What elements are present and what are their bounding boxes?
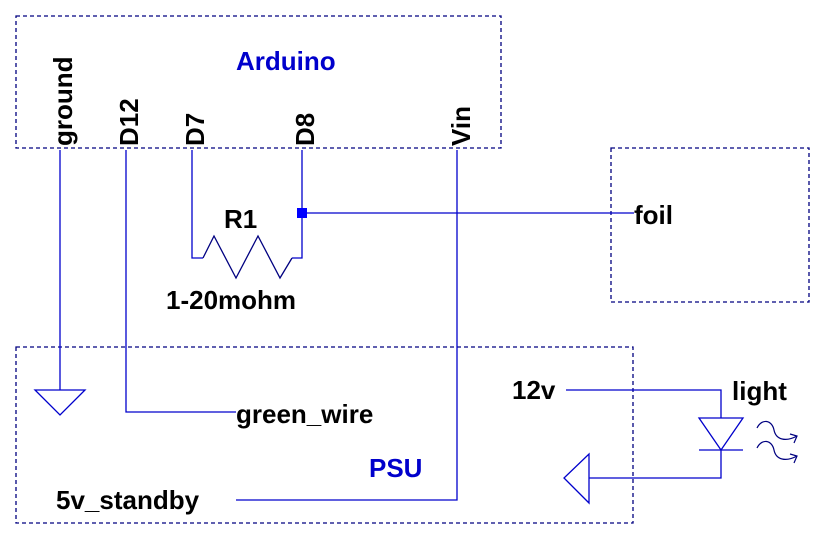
psu-title: PSU	[369, 453, 422, 483]
resistor-name: R1	[224, 204, 257, 234]
pin-vin-label: Vin	[446, 106, 476, 146]
foil-label: foil	[634, 200, 673, 230]
led-symbol[interactable]	[697, 417, 745, 452]
d8-wire[interactable]	[292, 150, 303, 259]
d12-green-wire[interactable]	[125, 150, 236, 413]
12v-label: 12v	[512, 375, 556, 405]
foil-block[interactable]	[610, 147, 810, 303]
pin-d7-label: D7	[180, 113, 210, 146]
pin-ground-label: ground	[48, 56, 78, 146]
ground-symbol-left	[33, 389, 87, 416]
junction-dot	[297, 208, 307, 218]
green-wire-label: green_wire	[236, 399, 373, 429]
led-ground-wire[interactable]	[589, 450, 722, 479]
5v-standby-label: 5v_standby	[56, 485, 200, 515]
resistor-r1-symbol[interactable]	[202, 234, 293, 280]
pin-d12-label: D12	[114, 98, 144, 146]
vin-5v-wire[interactable]	[236, 150, 458, 501]
12v-wire[interactable]	[566, 389, 722, 418]
led-name: light	[732, 376, 787, 406]
psu-block[interactable]	[15, 346, 634, 524]
light-emission-arrows	[756, 420, 798, 464]
pin-d8-label: D8	[290, 113, 320, 146]
ground-symbol-right	[563, 452, 590, 505]
resistor-value: 1-20mohm	[166, 285, 296, 315]
d7-wire[interactable]	[191, 150, 203, 259]
arduino-title: Arduino	[236, 46, 336, 76]
arduino-block[interactable]	[15, 15, 502, 149]
